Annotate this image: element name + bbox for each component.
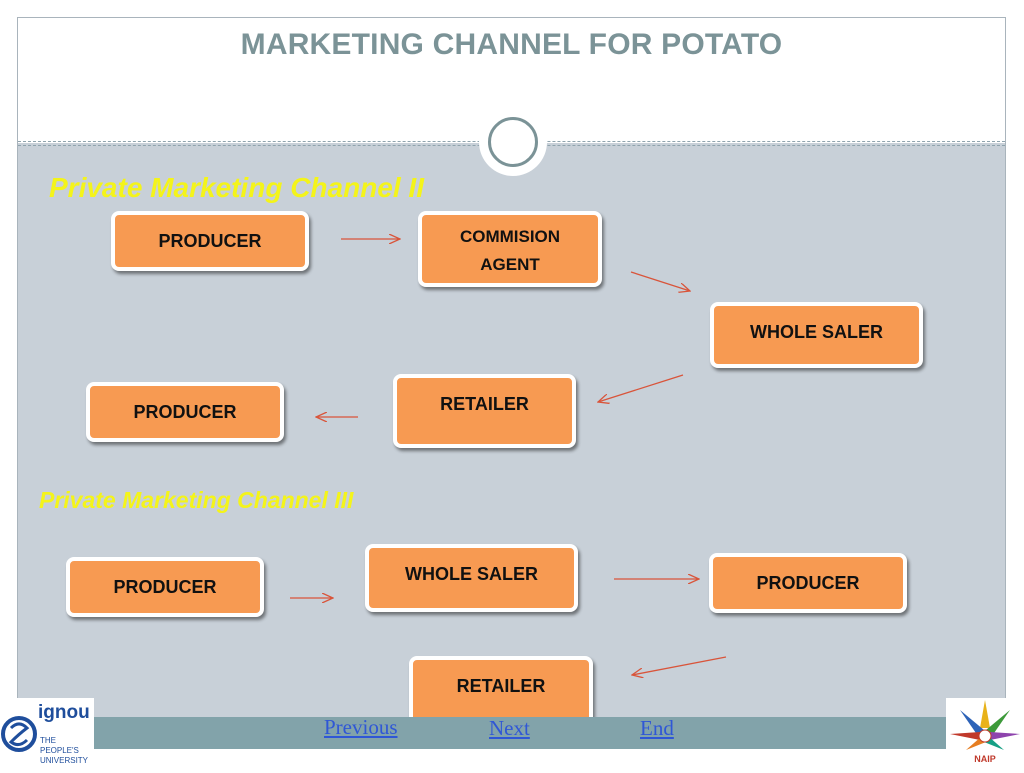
channel-3-producer-node: PRODUCER [66,557,264,617]
node-label: RETAILER [456,676,546,696]
channel-2-commission-agent-node: COMMISION AGENT [418,211,602,287]
ignou-logo-line1: THE PEOPLE'S [40,736,79,755]
node-label: PRODUCER [133,402,237,422]
end-link[interactable]: End [640,716,674,740]
channel-3-producer-end-node: PRODUCER [709,553,907,613]
channel-3-heading: Private Marketing Channel III [39,487,354,513]
channel-2-retailer-node: RETAILER [393,374,576,448]
channel-2-producer-node: PRODUCER [111,211,309,271]
previous-link[interactable]: Previous [324,715,398,739]
node-label: RETAILER [440,394,529,414]
ignou-logo-name: ignou [38,702,90,723]
page-title: MARKETING CHANNEL FOR POTATO [240,28,783,61]
arrow-producer-to-retailer-3 [632,656,727,675]
footer-bar [18,717,1005,749]
node-label-line1: COMMISION [459,227,561,246]
ignou-logo-line2: UNIVERSITY [40,756,89,765]
next-link[interactable]: Next [489,716,530,740]
node-label: PRODUCER [113,577,217,597]
channel-2-producer-end-node: PRODUCER [86,382,284,442]
naip-emblem-icon [950,700,1020,750]
arrow-wholesaler-to-retailer [598,374,684,402]
ignou-logo: ignou THE PEOPLE'S UNIVERSITY [0,698,94,768]
node-label: WHOLE SALER [405,564,538,584]
channel-2-whole-saler-node: WHOLE SALER [710,302,923,368]
naip-logo-label: NAIP [974,754,996,764]
header-circle-ring [488,117,538,167]
node-label: WHOLE SALER [750,322,883,342]
channel-2-heading: Private Marketing Channel II [49,172,424,203]
naip-logo: NAIP [946,698,1024,768]
channel-3-whole-saler-node: WHOLE SALER [365,544,578,612]
node-label-line2: AGENT [480,255,540,274]
ignou-emblem-icon [1,716,37,752]
node-label: PRODUCER [756,573,860,593]
node-label: PRODUCER [158,231,262,251]
arrow-agent-to-wholesaler [630,271,690,291]
